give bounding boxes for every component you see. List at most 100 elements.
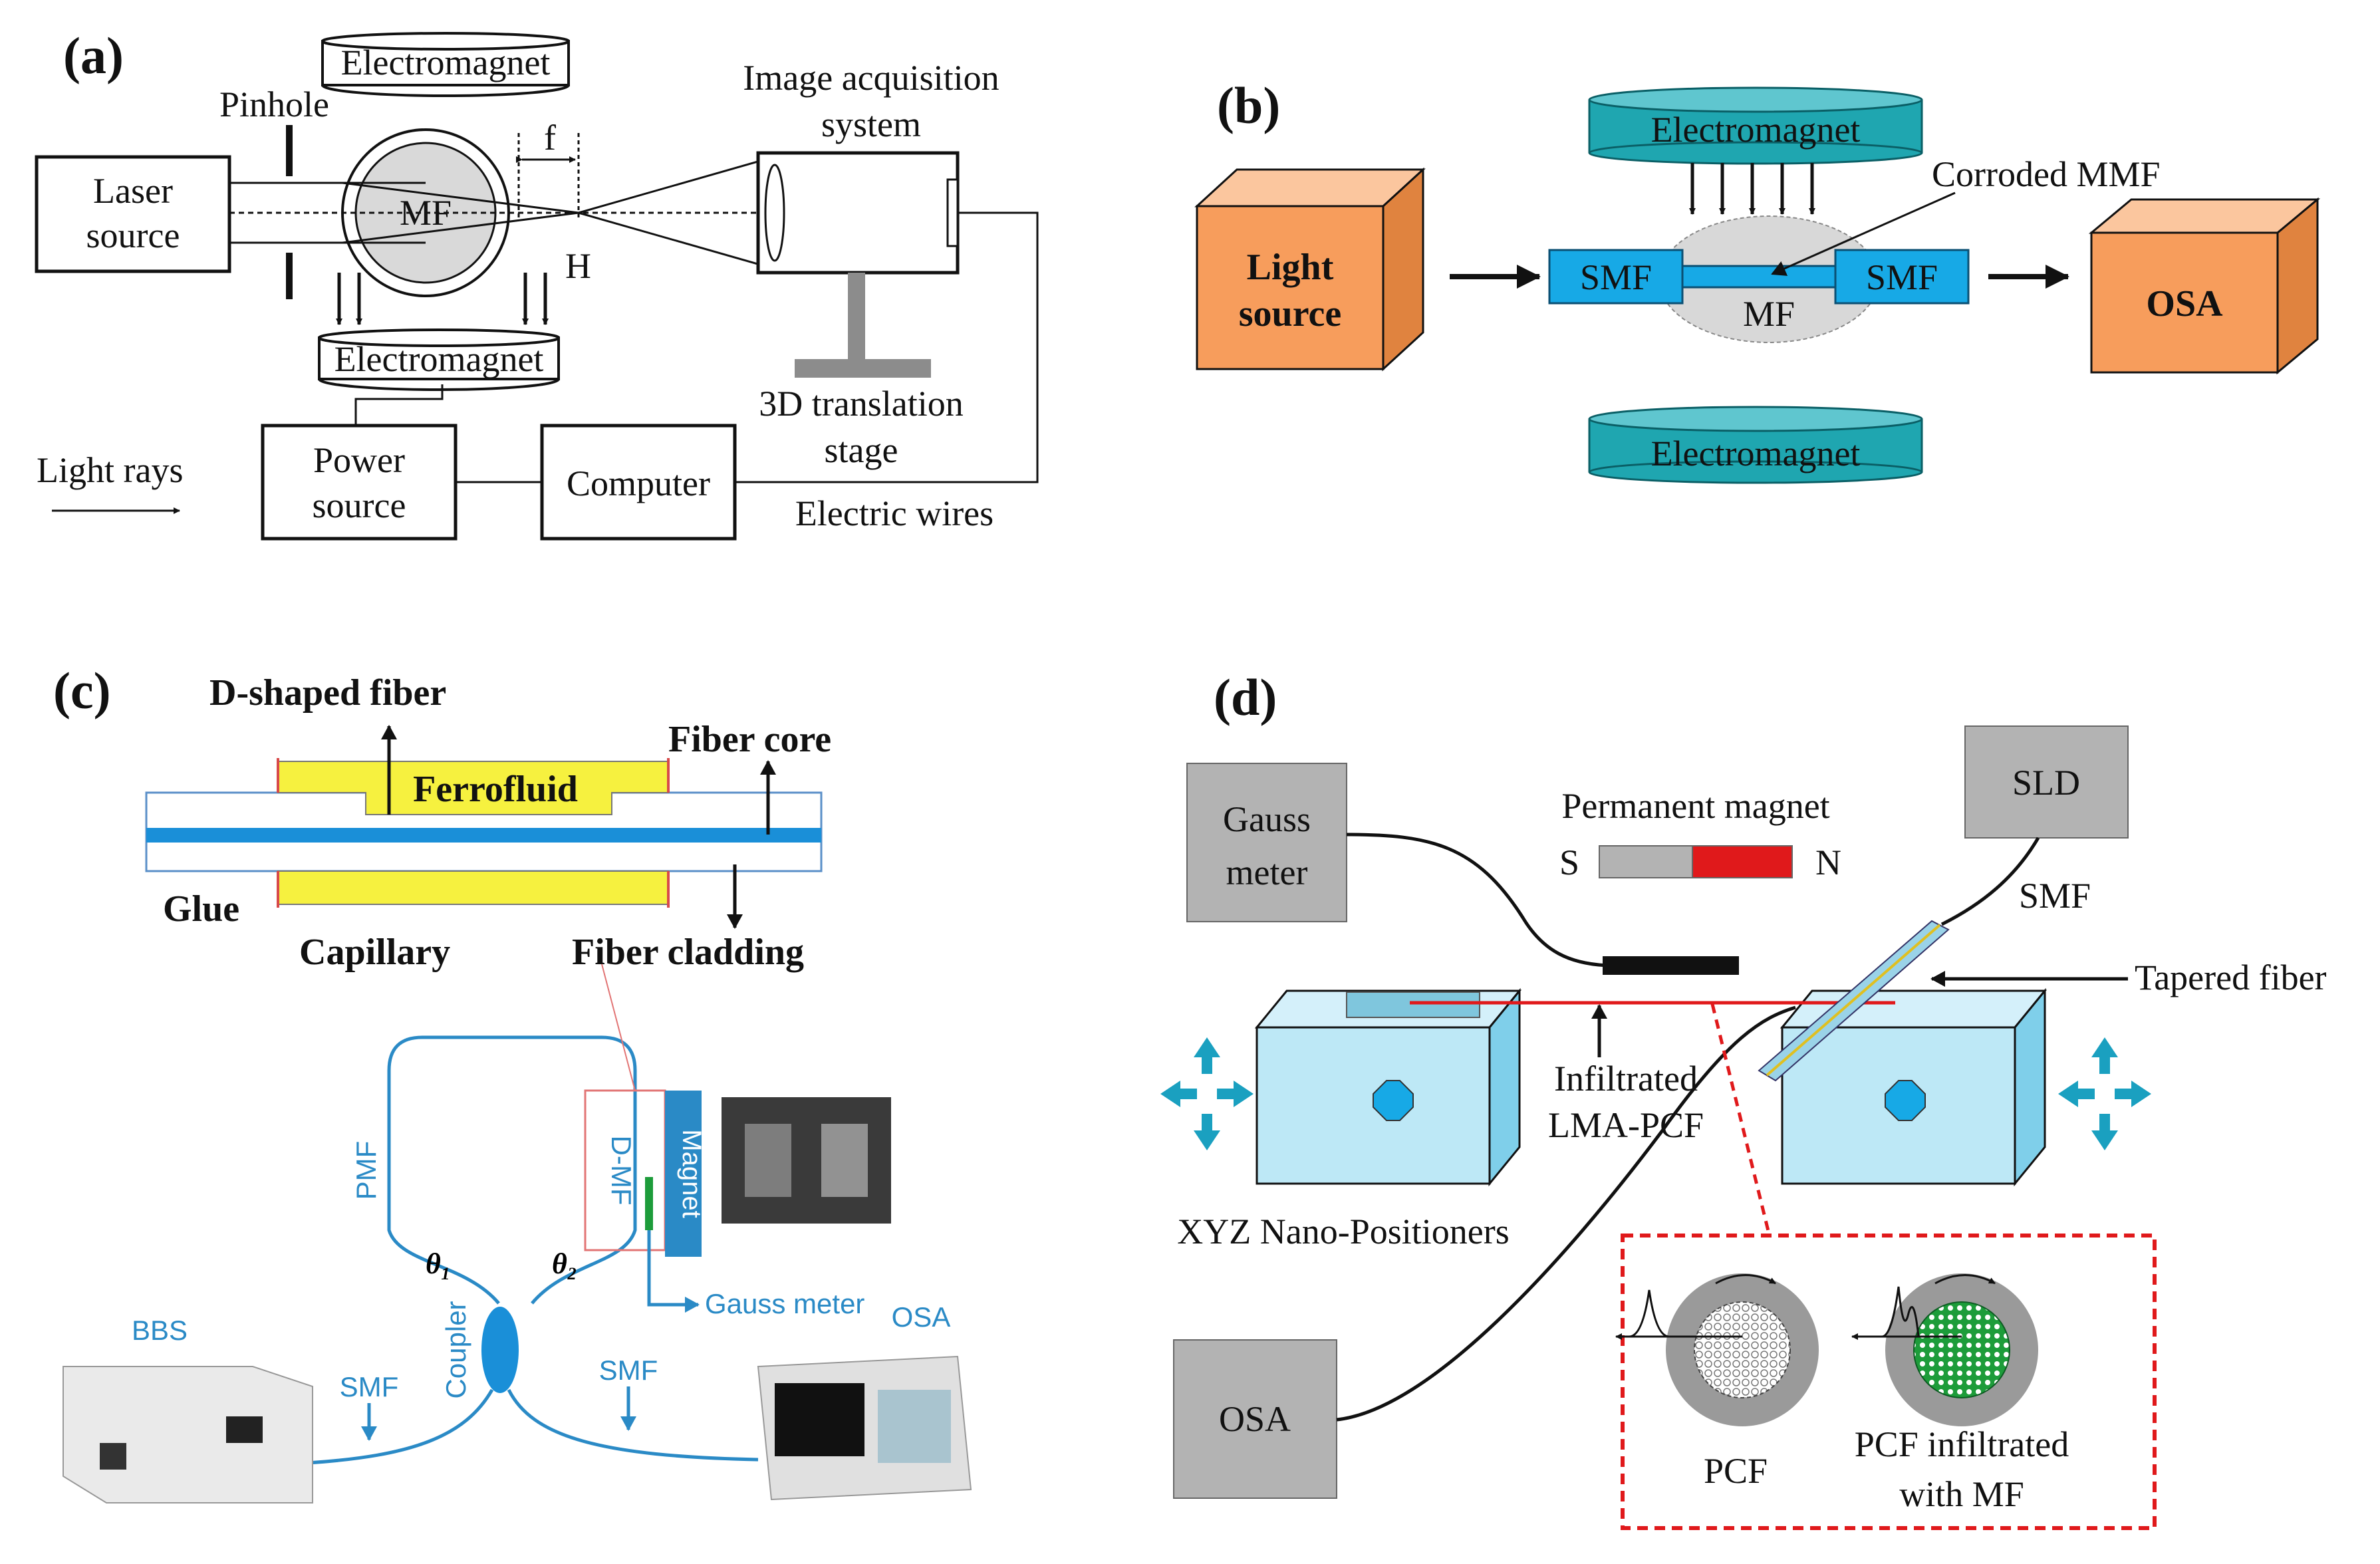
computer-box: Computer [540, 424, 737, 541]
panel-c: (c) Ferrofluid D-shaped fiber Fiber core… [53, 662, 972, 1503]
smf-d-label: SMF [2019, 876, 2091, 916]
panel-b: (b) Electromagnet Electromagnet [1194, 76, 2321, 484]
gauss-meter-d-label-1: Gauss [1223, 799, 1311, 839]
electromagnet-top-b: Electromagnet [1588, 86, 1923, 165]
pcf-mf-cross-section [1851, 1273, 2038, 1426]
translation-label-1: 3D translation [759, 384, 963, 424]
panel-a-label: (a) [63, 27, 124, 84]
s-label: S [1559, 843, 1579, 882]
fiber-cladding-label: Fiber cladding [572, 932, 804, 973]
sample-photo [722, 1097, 891, 1224]
ferrofluid-label: Ferrofluid [413, 769, 578, 810]
electromagnet-bottom-a-label: Electromagnet [334, 339, 544, 379]
glue-label: Glue [163, 888, 239, 930]
smf-left-b [1548, 249, 1684, 305]
coupler-label: Coupler [440, 1301, 471, 1398]
pcf-mf-label-1: PCF infiltrated [1855, 1424, 2069, 1464]
gauss-meter-c-label: Gauss meter [705, 1288, 864, 1319]
power-source-box: Power source [261, 424, 458, 541]
gauss-probe-d [1603, 956, 1739, 975]
field-arrows-b [1689, 163, 1815, 215]
pinhole-label: Pinhole [219, 84, 329, 124]
sld-box [1964, 725, 2129, 839]
smf-right-c-label: SMF [599, 1355, 658, 1386]
pcf-cross-section [1615, 1273, 1819, 1426]
d-shaped-fiber-label: D-shaped fiber [209, 672, 446, 714]
osa-c-label: OSA [892, 1301, 951, 1333]
dmf-label: D-MF [606, 1136, 637, 1206]
corroded-mmf [1681, 265, 1837, 289]
pmf-label: PMF [350, 1141, 382, 1200]
pcf-mf-label-2: with MF [1899, 1474, 2024, 1514]
inset-box [1621, 1234, 2157, 1530]
osa-box-d [1173, 1339, 1337, 1499]
h-label: H [565, 246, 591, 286]
tapered-fiber-label: Tapered fiber [2135, 958, 2327, 997]
osa-cube-b: OSA [2088, 197, 2321, 375]
power-source-label-2: source [313, 485, 406, 525]
inset-pointer [1710, 1003, 1771, 1234]
laser-source-label-1: Laser [93, 171, 173, 211]
light-source-label-1: Light [1247, 247, 1334, 288]
electromagnet-bottom-b-label: Electromagnet [1651, 434, 1861, 473]
smf-left-c-label: SMF [340, 1371, 399, 1402]
gauss-meter-d-label-2: meter [1226, 852, 1308, 892]
power-source-label-1: Power [313, 440, 405, 480]
osa-d-label: OSA [1219, 1399, 1291, 1439]
light-source-cube: Light source [1194, 167, 1426, 372]
panel-c-label: (c) [53, 662, 111, 719]
electric-wires-label: Electric wires [795, 493, 993, 533]
move-arrows-right [2058, 1037, 2151, 1150]
sld-label: SLD [2012, 763, 2080, 803]
gauss-meter-box [1186, 763, 1347, 922]
tapered-fiber [1758, 920, 1950, 1082]
image-acq-label-2: system [821, 104, 921, 144]
corroded-mmf-label: Corroded MMF [1932, 154, 2161, 194]
fiber-core-label: Fiber core [668, 719, 831, 760]
positioner-right [1780, 987, 2048, 1187]
translation-label-2: stage [825, 430, 898, 470]
gauss-probe [645, 1177, 653, 1230]
positioner-left [1254, 987, 1522, 1187]
n-label: N [1815, 843, 1841, 882]
theta1-label: θ₁ [426, 1247, 451, 1280]
electromagnet-bottom-a: Electromagnet [318, 328, 560, 391]
permanent-magnet-label: Permanent magnet [1561, 786, 1829, 826]
smf-right-b-label: SMF [1866, 257, 1938, 297]
bbs-device [63, 1366, 313, 1503]
light-rays-label: Light rays [37, 450, 183, 490]
capillary-label: Capillary [299, 932, 450, 973]
d-shaped-fiber-section [145, 758, 823, 908]
electromagnet-top-b-label: Electromagnet [1651, 110, 1861, 150]
panel-a: (a) Laser source Pinhole Electromagnet E… [35, 27, 1039, 541]
mf-b-label: MF [1743, 294, 1795, 334]
camera [756, 151, 960, 378]
osa-b-label: OSA [2146, 283, 2223, 325]
electromagnet-bottom-b: Electromagnet [1588, 406, 1923, 484]
smf-left-b-label: SMF [1580, 257, 1652, 297]
xyz-label: XYZ Nano-Positioners [1177, 1212, 1509, 1251]
move-arrows-left [1160, 1037, 1254, 1150]
infiltrated-label-1: Infiltrated [1554, 1059, 1698, 1099]
osa-device-c [757, 1355, 972, 1501]
image-acq-label-1: Image acquisition [743, 58, 999, 98]
electromagnet-top-a: Electromagnet [321, 32, 570, 97]
panel-d-label: (d) [1214, 668, 1277, 726]
computer-label: Computer [567, 463, 710, 503]
f-label: f [544, 118, 556, 158]
panel-d: (d) Gauss meter Permanent magnet S N SLD… [1160, 668, 2327, 1530]
theta2-label: θ₂ [552, 1247, 577, 1280]
magnet-n-pole [1692, 845, 1793, 878]
infiltrated-label-2: LMA-PCF [1548, 1105, 1704, 1145]
panel-b-label: (b) [1217, 76, 1280, 134]
field-arrows-a [336, 273, 549, 325]
electromagnet-top-a-label: Electromagnet [341, 43, 551, 82]
bbs-label: BBS [132, 1315, 188, 1346]
magnet-s-pole [1599, 845, 1693, 878]
magnet-label: Magnet [677, 1129, 706, 1218]
magnet-bar [665, 1091, 702, 1257]
laser-source-label-2: source [86, 215, 180, 255]
laser-source-box: Laser source [35, 155, 231, 273]
smf-right-b [1834, 249, 1970, 305]
pcf-label: PCF [1704, 1451, 1768, 1491]
